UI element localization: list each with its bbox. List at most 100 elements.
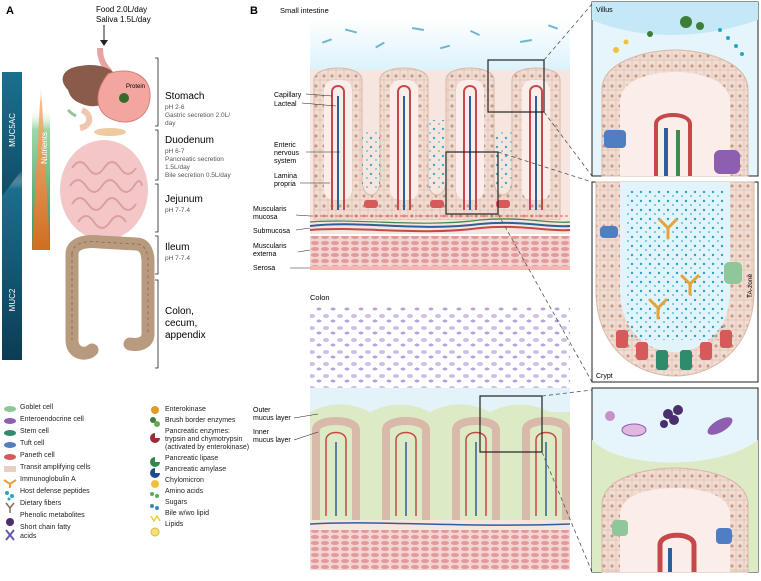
jejunum-ph: pH 7-7.4 (165, 207, 190, 214)
legend-sugars: Sugars (165, 499, 188, 506)
colon-leaders (293, 413, 319, 441)
legend-scfa-cont: acids (20, 533, 37, 540)
svg-text:propria: propria (274, 181, 296, 188)
colon-haustra (71, 241, 149, 340)
legend-goblet: Goblet cell (20, 404, 54, 411)
svg-text:mucus layer: mucus layer (253, 437, 291, 444)
fiber-icon (5, 502, 15, 513)
lipid-icon (150, 527, 160, 537)
amino-acid-icon (150, 492, 159, 498)
legend-lipase: Pancreatic lipase (165, 455, 219, 462)
crypt-inset: Crypt TA-zone (591, 181, 759, 383)
intake-food: Food 2.0L/day (96, 5, 147, 14)
svg-text:Serosa: Serosa (253, 265, 275, 272)
gradient-bars: MUC5AC Bile Nutrients MUC2 (2, 72, 50, 360)
legend-tuft: Tuft cell (20, 440, 45, 447)
small-intestine (60, 140, 148, 240)
small-intestine-title: Small intestine (280, 6, 329, 15)
legend-bile: Bile w/wo lipid (165, 510, 209, 517)
colon-illustration: Colon (309, 293, 571, 570)
svg-text:externa: externa (253, 251, 276, 258)
svg-text:Muscularis: Muscularis (253, 243, 287, 250)
duodenum-pancreatic-volume: 1.5L/day (165, 164, 191, 171)
organ-appendix: appendix (165, 330, 206, 341)
protein-blob (119, 93, 129, 103)
organ-duodenum: Duodenum (165, 135, 214, 146)
enterokinase-icon (151, 406, 159, 414)
sugar-icon (150, 504, 159, 510)
pancreas (94, 128, 126, 136)
nutrients-label: Nutrients (40, 132, 49, 164)
paneth-cell-icon (4, 454, 16, 460)
stomach-secretion: Gastric secretion 2.0L/ (165, 112, 230, 119)
phenolic-icon (6, 518, 14, 526)
legend-left: Goblet cell Enteroendocrine cell Stem ce… (20, 404, 150, 542)
svg-text:mucus layer: mucus layer (253, 415, 291, 422)
amylase-icon (150, 468, 160, 478)
nutrients-bar (32, 83, 50, 250)
tuft-cell-icon (4, 442, 16, 448)
svg-text:Lamina: Lamina (274, 173, 297, 180)
svg-text:mucosa: mucosa (253, 214, 278, 221)
svg-text:Muscularis: Muscularis (253, 206, 287, 213)
legend-pancreatic-enzymes-2: trypsin and chymotrypsin (165, 436, 243, 443)
legend-icons (3, 406, 161, 541)
organ-ileum: Ileum (165, 242, 189, 253)
peptides-icon (5, 491, 14, 501)
legend-lipids: Lipids (165, 521, 184, 528)
inset-connectors (497, 3, 593, 573)
muc2-bar (2, 170, 22, 360)
lipase-icon (150, 457, 160, 467)
iga-icon (3, 479, 17, 488)
legend-enteroendocrine: Enteroendocrine cell (20, 416, 84, 423)
villus-inset: Villus (591, 1, 759, 177)
crypt-label: Crypt (596, 373, 613, 380)
scfa-icon (5, 529, 15, 541)
stomach-ph: pH 2-6 (165, 104, 185, 111)
legend-stem: Stem cell (20, 428, 49, 435)
legend-amylase: Pancreatic amylase (165, 466, 227, 473)
organ-cecum: cecum, (165, 318, 197, 329)
bile-icon (150, 514, 161, 523)
muc5ac-label: MUC5AC (8, 113, 17, 147)
legend-ta: Transit amplifying cells (20, 464, 91, 471)
small-intestine-illustration: Small intestine (280, 6, 571, 270)
svg-text:Enteric: Enteric (274, 142, 296, 149)
organ-colon: Colon, (165, 306, 194, 317)
ta-cells-icon (4, 466, 16, 472)
organ-jejunum: Jejunum (165, 194, 203, 205)
duodenum-ph: pH 6-7 (165, 148, 185, 155)
legend-pancreatic-enzymes-3: (activated by enterokinase) (165, 444, 250, 451)
legend-scfa: Short chain fatty (20, 524, 71, 531)
organ-brackets (155, 57, 159, 369)
legend-peptides: Host defense peptides (20, 488, 90, 495)
legend-fiber: Dietary fibers (20, 500, 62, 507)
legend-right: Enterokinase Brush border enzymes Pancre… (165, 406, 305, 532)
panel-a-label: A (6, 5, 14, 17)
gallbladder (66, 108, 77, 118)
colon-title: Colon (310, 293, 330, 302)
colon (65, 235, 155, 360)
colon-labels: Outer mucus layer Inner mucus layer (253, 407, 291, 444)
ileum-ph: pH 7-7.4 (165, 255, 190, 262)
svg-text:Submucosa: Submucosa (253, 228, 290, 235)
ta-zone-label: TA-zone (747, 274, 754, 298)
small-intestine-labels: Capillary Lacteal Enteric nervous system… (253, 92, 302, 272)
svg-text:Inner: Inner (253, 429, 270, 436)
legend-enterokinase: Enterokinase (165, 406, 206, 413)
chylomicron-icon (151, 480, 159, 488)
legend-pancreatic-enzymes: Pancreatic enzymes: (165, 428, 230, 435)
duodenum (79, 107, 93, 131)
legend-paneth: Paneth cell (20, 452, 55, 459)
svg-text:nervous: nervous (274, 150, 299, 157)
duodenum-pancreatic: Pancreatic secretion (165, 156, 224, 163)
legend-iga: Immunoglobulin A (20, 476, 76, 483)
legend-chylomicron: Chylomicron (165, 477, 204, 484)
protein-label: Protein (126, 84, 145, 90)
intake-saliva: Saliva 1.5L/day (96, 15, 151, 24)
goblet-icon (4, 406, 16, 412)
svg-text:Capillary: Capillary (274, 92, 302, 99)
muc2-label: MUC2 (8, 288, 17, 311)
